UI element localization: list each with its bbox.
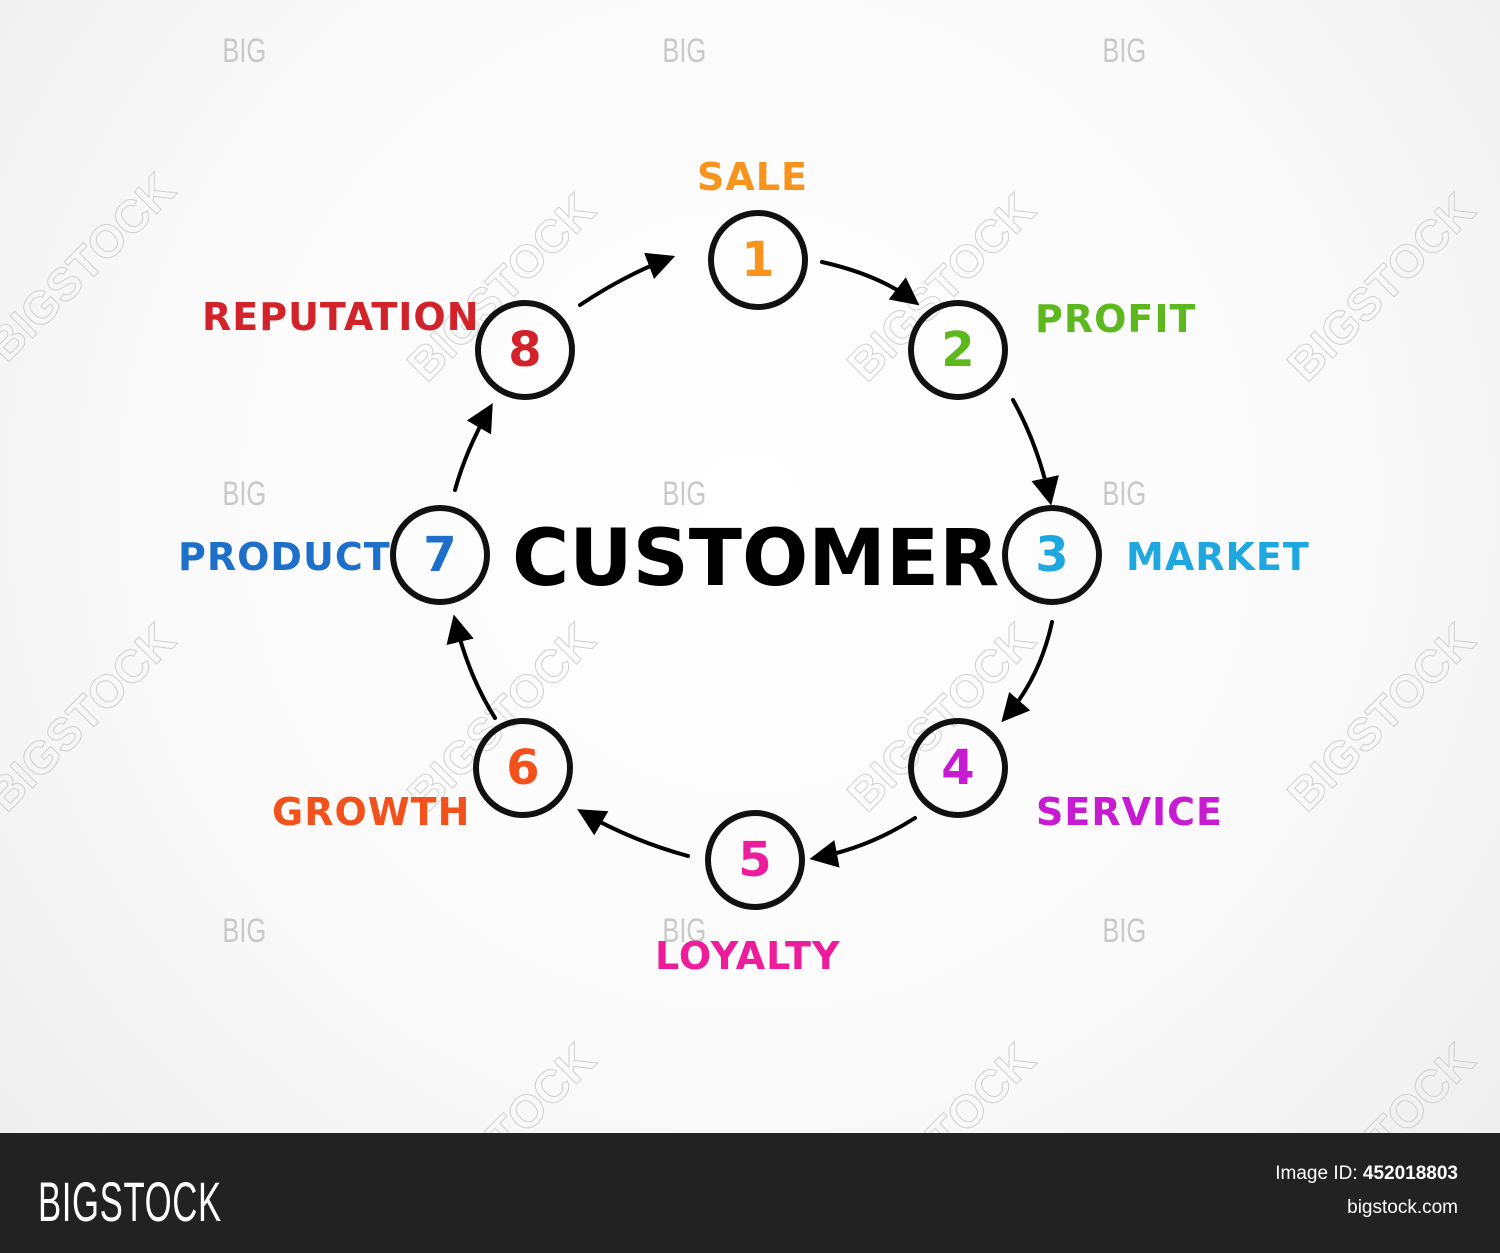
node-4-number: 4 (941, 740, 975, 796)
node-1-label: SALE (697, 155, 808, 199)
watermark-big: BIG (222, 32, 267, 70)
node-7-label: PRODUCT (178, 535, 391, 579)
cycle-graphic (390, 210, 1102, 910)
node-3-label: MARKET (1126, 535, 1310, 579)
watermark-big: BIG (1102, 475, 1147, 513)
node-4-label: SERVICE (1036, 790, 1223, 834)
node-8-label: REPUTATION (202, 295, 480, 339)
site-link[interactable]: bigstock.com (1347, 1197, 1458, 1218)
center-label: CUSTOMER (512, 514, 1000, 604)
node-3-number: 3 (1035, 527, 1069, 583)
node-5-label: LOYALTY (655, 934, 841, 978)
node-6-number: 6 (506, 740, 540, 796)
image-id: Image ID: 452018803 (1275, 1163, 1458, 1185)
watermark-big: BIG (222, 475, 267, 513)
flow-arrows (446, 252, 1059, 868)
node-7-number: 7 (423, 527, 457, 583)
diagram-canvas: BIG BIG BIG BIG BIG BIG BIG BIG BIG BIGS… (0, 32, 1485, 1241)
watermark-big: BIG (1102, 32, 1147, 70)
node-2-number: 2 (941, 322, 975, 378)
footer-bar: BIGSTOCK Image ID: 452018803 bigstock.co… (0, 1133, 1500, 1253)
watermark-big: BIG (662, 912, 707, 950)
image-id-label: Image ID: (1275, 1163, 1358, 1184)
brand-logo: BIGSTOCK (38, 1170, 222, 1233)
watermark-big: BIG (662, 32, 707, 70)
image-id-value: 452018803 (1362, 1163, 1458, 1184)
node-8-number: 8 (508, 322, 542, 378)
node-2-label: PROFIT (1035, 297, 1197, 341)
node-circles (390, 210, 1102, 910)
node-6-label: GROWTH (272, 790, 471, 834)
watermark-big: BIG (1102, 912, 1147, 950)
watermark-big: BIG (662, 475, 707, 513)
watermark-big: BIG (222, 912, 267, 950)
node-1-number: 1 (741, 232, 775, 288)
node-5-number: 5 (738, 832, 772, 888)
